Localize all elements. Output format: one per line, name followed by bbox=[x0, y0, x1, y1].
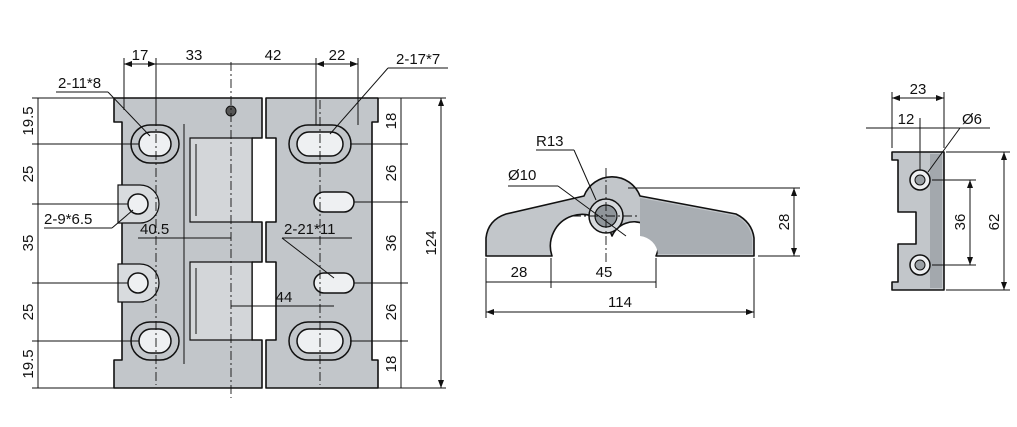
dim-right-18-bottom: 18 bbox=[383, 356, 400, 373]
front-view: 17 33 42 22 19.5 25 35 25 19.5 bbox=[20, 47, 448, 398]
top-dimensions: 17 33 42 22 bbox=[123, 47, 359, 125]
dim-left-35: 35 bbox=[20, 235, 37, 252]
side-dim-45: 45 bbox=[596, 264, 613, 281]
end-hole-spacing: 36 bbox=[952, 214, 969, 231]
right-hinge-leaf bbox=[265, 97, 379, 389]
end-hole-bottom-inner bbox=[914, 259, 926, 271]
callout-offset-right: 44 bbox=[276, 289, 293, 306]
right-dimensions: 18 26 36 26 18 124 bbox=[350, 97, 446, 389]
side-dim-28-height: 28 bbox=[776, 214, 793, 231]
dim-right-26-upper: 26 bbox=[383, 165, 400, 182]
side-view: 28 45 114 28 R13 Ø10 bbox=[485, 133, 800, 318]
callouts: 2-11*8 2-17*7 2-9*6.5 40.5 2-21*11 44 bbox=[44, 51, 448, 307]
knuckle-recess-lower bbox=[189, 261, 253, 341]
callout-offset-left: 40.5 bbox=[140, 221, 169, 238]
dim-left-25-upper: 25 bbox=[20, 166, 37, 183]
side-pin-diameter: Ø10 bbox=[508, 167, 536, 184]
end-hole-top-inner bbox=[914, 174, 926, 186]
dim-left-19-5-bottom: 19.5 bbox=[20, 349, 37, 378]
side-dim-114: 114 bbox=[608, 294, 632, 311]
dim-left-19-5-top: 19.5 bbox=[20, 106, 37, 135]
knuckle-recess-upper bbox=[189, 137, 253, 223]
end-width-23: 23 bbox=[910, 81, 927, 98]
end-profile-shade bbox=[930, 154, 942, 288]
end-view: 23 12 Ø6 36 62 bbox=[866, 81, 1010, 291]
dim-left-25-lower: 25 bbox=[20, 304, 37, 321]
end-total-height: 62 bbox=[986, 214, 1003, 231]
side-profile-shade bbox=[640, 198, 752, 254]
left-dimensions: 19.5 25 35 25 19.5 bbox=[20, 97, 139, 389]
dim-right-18-top: 18 bbox=[383, 113, 400, 130]
hole-left-lower bbox=[117, 263, 160, 303]
callout-hole-left: 2-9*6.5 bbox=[44, 211, 92, 228]
dim-right-26-lower: 26 bbox=[383, 304, 400, 321]
dim-top-17: 17 bbox=[132, 47, 149, 64]
callout-slot-right: 2-17*7 bbox=[396, 51, 440, 68]
callout-slot-left: 2-11*8 bbox=[58, 75, 101, 92]
side-dim-28: 28 bbox=[511, 264, 528, 281]
dim-top-33: 33 bbox=[186, 47, 203, 64]
dim-right-36: 36 bbox=[383, 235, 400, 252]
dim-total-124: 124 bbox=[423, 230, 440, 255]
callout-slot-middle: 2-21*11 bbox=[284, 221, 335, 238]
dim-top-22: 22 bbox=[329, 47, 346, 64]
end-offset-12: 12 bbox=[898, 111, 915, 128]
arrowheads bbox=[124, 61, 1007, 388]
dim-top-42: 42 bbox=[265, 47, 282, 64]
side-radius: R13 bbox=[536, 133, 564, 150]
end-hole-diameter: Ø6 bbox=[962, 111, 982, 128]
